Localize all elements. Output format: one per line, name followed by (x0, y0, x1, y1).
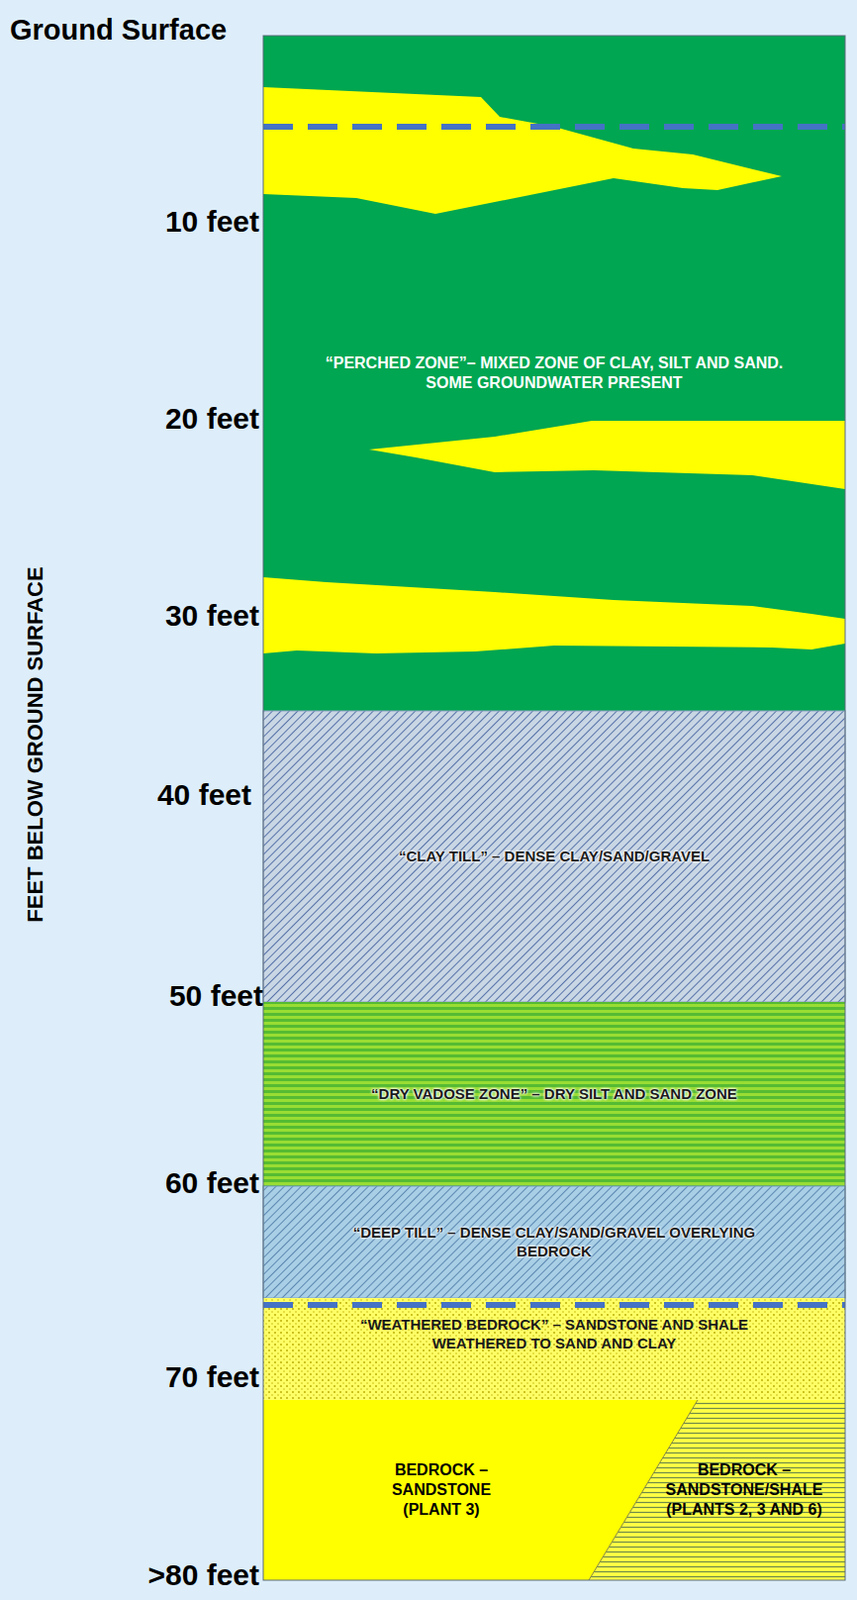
axis-title: FEET BELOW GROUND SURFACE (22, 566, 49, 922)
clay-till-band (263, 710, 846, 1002)
depth-label: 60 feet (165, 1165, 260, 1200)
depth-label: 30 feet (165, 598, 260, 633)
depth-label: 20 feet (165, 401, 260, 436)
layer-description: “PERCHED ZONE”– MIXED ZONE OF CLAY, SILT… (302, 353, 806, 393)
soil-layer-band: “CLAY TILL” – DENSE CLAY/SAND/GRAVEL (263, 710, 846, 1002)
perched-zone-band (263, 35, 846, 711)
surface-label: Ground Surface (9, 13, 227, 47)
water-table-line (263, 1301, 846, 1308)
depth-label: 40 feet (157, 777, 252, 812)
water-table-line (263, 123, 846, 130)
deep-till-band (263, 1185, 846, 1298)
layer-description: BEDROCK – SANDSTONE/SHALE (PLANTS 2, 3 A… (647, 1459, 842, 1520)
dry-vadose-band (263, 1001, 846, 1186)
sandstone-bedrock (263, 1399, 846, 1580)
weathered-bedrock-band (263, 1297, 846, 1400)
depth-label: 10 feet (165, 204, 260, 239)
layer-description: “DEEP TILL” – DENSE CLAY/SAND/GRAVEL OVE… (342, 1223, 766, 1261)
layer-description: “WEATHERED BEDROCK” – SANDSTONE AND SHAL… (322, 1315, 786, 1353)
soil-layer-band: “DRY VADOSE ZONE” – DRY SILT AND SAND ZO… (263, 1001, 846, 1186)
layer-description: “DRY VADOSE ZONE” – DRY SILT AND SAND ZO… (371, 1084, 738, 1104)
sandstone-shale-bedrock (588, 1399, 846, 1580)
soil-layer-band: BEDROCK – SANDSTONE/SHALE (PLANTS 2, 3 A… (643, 1399, 846, 1580)
depth-label: 70 feet (165, 1359, 260, 1394)
soil-layer-band: BEDROCK – SANDSTONE (PLANT 3) (263, 1399, 620, 1580)
soil-layer-band: “WEATHERED BEDROCK” – SANDSTONE AND SHAL… (263, 1297, 846, 1400)
column-outline (263, 35, 846, 1580)
depth-label: 50 feet (169, 978, 264, 1013)
depth-label: >80 feet (147, 1557, 260, 1592)
sand-lens (369, 420, 846, 489)
layer-description: BEDROCK – SANDSTONE (PLANT 3) (367, 1459, 516, 1520)
sand-lens (263, 87, 782, 214)
layer-description: “CLAY TILL” – DENSE CLAY/SAND/GRAVEL (398, 847, 710, 866)
soil-layer-band: “PERCHED ZONE”– MIXED ZONE OF CLAY, SILT… (263, 35, 846, 711)
soil-layer-band: “DEEP TILL” – DENSE CLAY/SAND/GRAVEL OVE… (263, 1185, 846, 1298)
sand-lens (263, 576, 846, 654)
